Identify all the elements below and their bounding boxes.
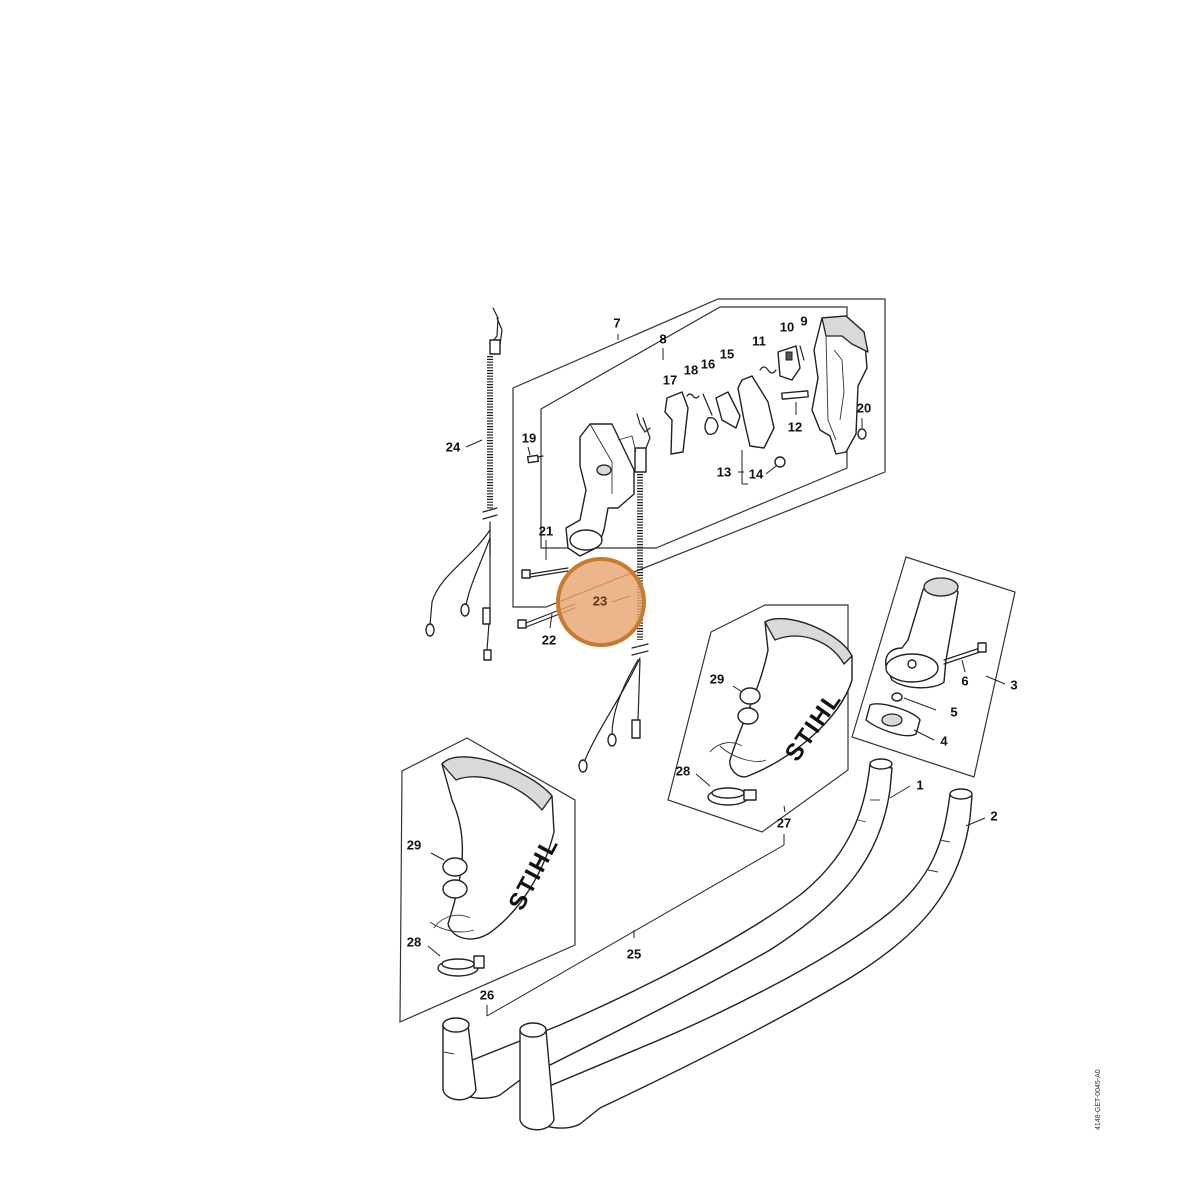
- callout-29-right: 29: [710, 671, 724, 686]
- callout-7: 7: [613, 315, 620, 330]
- callout-9: 9: [800, 313, 807, 328]
- callout-21: 21: [539, 523, 553, 538]
- leader-lines: [427, 334, 1006, 1017]
- screw-19: [526, 454, 544, 464]
- callout-19: 19: [522, 430, 536, 445]
- frame-26: [399, 737, 576, 1023]
- callout-17: 17: [663, 372, 677, 387]
- callout-3: 3: [1010, 677, 1017, 692]
- callout-13: 13: [717, 464, 731, 479]
- highlight-ring-23: [556, 557, 646, 647]
- frame-3: [851, 556, 1016, 778]
- callout-labels: 7 8 9 10 11 15 16 18 17 12 20 13 14 19 2…: [407, 313, 1018, 1002]
- frame-27: [667, 604, 849, 833]
- throttle-cable-24: [425, 307, 503, 661]
- guard-left: STIHL: [429, 756, 565, 977]
- callout-23: 23: [593, 593, 607, 608]
- callout-29-left: 29: [407, 837, 421, 852]
- handle-housing-8: [565, 423, 637, 557]
- handlebar-tube-1: [442, 758, 893, 1101]
- callout-18: 18: [684, 362, 698, 377]
- callout-1: 1: [916, 777, 923, 792]
- frame-7: [512, 298, 886, 608]
- doc-reference: 4148-GET-0045-A0: [1095, 1069, 1102, 1130]
- callout-27: 27: [777, 815, 791, 830]
- grip-assembly-3: [865, 577, 987, 737]
- callout-15: 15: [720, 346, 734, 361]
- frame-8: [540, 306, 848, 549]
- callout-6: 6: [961, 673, 968, 688]
- callout-14: 14: [749, 466, 764, 481]
- callout-28-right: 28: [676, 763, 690, 778]
- callout-8: 8: [659, 331, 666, 346]
- callout-4: 4: [940, 733, 948, 748]
- handlebar-tube-2: [519, 788, 973, 1131]
- callout-22: 22: [542, 632, 556, 647]
- callout-28-left: 28: [407, 934, 421, 949]
- callout-26: 26: [480, 987, 494, 1002]
- callout-25: 25: [627, 946, 641, 961]
- guard-right: STIHL: [707, 617, 853, 806]
- callout-12: 12: [788, 419, 802, 434]
- callout-20: 20: [857, 400, 871, 415]
- handle-shell: [811, 315, 869, 455]
- callout-5: 5: [950, 704, 957, 719]
- callout-11: 11: [752, 333, 766, 348]
- callout-24: 24: [446, 439, 461, 454]
- screw-21: [521, 567, 569, 579]
- switch-components: [664, 345, 867, 468]
- callout-10: 10: [780, 319, 794, 334]
- callout-16: 16: [701, 356, 715, 371]
- callout-2: 2: [990, 808, 997, 823]
